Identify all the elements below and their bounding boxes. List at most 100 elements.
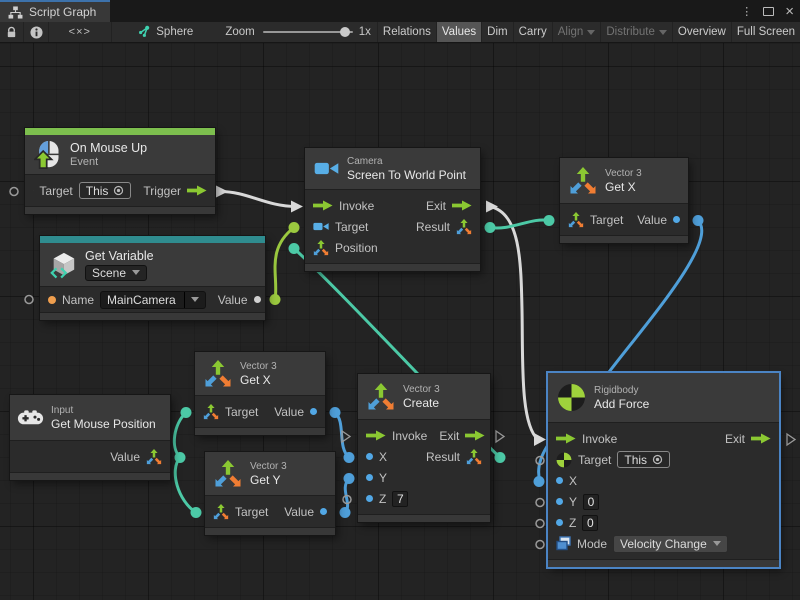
- node-get-mouse-position[interactable]: Input Get Mouse Position Value: [10, 395, 170, 480]
- vector3-port-icon: [313, 240, 329, 256]
- port-gety-value-out[interactable]: [339, 507, 351, 518]
- port-label-z: Z: [379, 491, 387, 506]
- port-name-dot[interactable]: [48, 295, 56, 304]
- node-rigidbody-add-force[interactable]: Rigidbody Add Force Invoke Exit Target T…: [548, 373, 779, 567]
- port-addforce-exit-out[interactable]: [786, 432, 797, 447]
- wire-getvariable-value-to-camera-target[interactable]: [273, 226, 295, 300]
- node-vector3-get-x[interactable]: Vector 3 Get X Target Value: [195, 352, 325, 435]
- port-value-dot[interactable]: [310, 408, 317, 415]
- window-menu-button[interactable]: ⋮: [741, 5, 753, 18]
- window-close-button[interactable]: ×: [785, 2, 794, 20]
- wire-camera-exit-to-addforce-invoke[interactable]: [489, 205, 540, 441]
- port-value-dot[interactable]: [253, 296, 261, 303]
- port-addforce-invoke-in[interactable]: [534, 433, 546, 446]
- port-label-trigger: Trigger: [143, 183, 181, 198]
- info-button[interactable]: [24, 22, 49, 42]
- port-addforce-mode-in[interactable]: [535, 539, 545, 550]
- exit-arrow-icon[interactable]: [465, 430, 485, 441]
- port-camera-invoke-in[interactable]: [291, 200, 303, 213]
- node-vector3-get-y[interactable]: Vector 3 Get Y Target Value: [205, 452, 335, 535]
- wire-onmouseup-trigger-to-camera-invoke[interactable]: [219, 190, 297, 208]
- port-label-x: X: [379, 449, 388, 464]
- port-z-dot[interactable]: [556, 519, 563, 526]
- window-maximize-button[interactable]: [763, 6, 775, 16]
- graph-canvas[interactable]: On Mouse Up Event Target This Trigger Ge…: [0, 43, 800, 600]
- z-value-input[interactable]: 7: [392, 490, 409, 507]
- wire-camera-result-to-getxtop-target[interactable]: [489, 218, 550, 230]
- node-screen-to-world-point[interactable]: Camera Screen To World Point Invoke Exit…: [305, 148, 480, 271]
- port-getxmid-target-in[interactable]: [180, 407, 192, 418]
- port-getxtop-value-out[interactable]: [692, 215, 704, 226]
- z-value-input[interactable]: 0: [582, 514, 599, 531]
- port-create-exit-out[interactable]: [495, 429, 506, 444]
- force-mode-dropdown[interactable]: Velocity Change: [613, 534, 728, 553]
- gamepad-icon: [17, 409, 44, 427]
- port-addforce-x-in[interactable]: [533, 476, 545, 487]
- invoke-arrow-icon[interactable]: [556, 433, 576, 444]
- port-onmouseup-target-in[interactable]: [9, 186, 19, 197]
- port-create-z-in[interactable]: [342, 494, 352, 505]
- port-y-dot[interactable]: [366, 474, 373, 481]
- this-pill[interactable]: This: [78, 182, 132, 199]
- code-preview-button[interactable]: <×>: [49, 22, 112, 42]
- zoom-slider[interactable]: [262, 22, 353, 42]
- node-title: On Mouse Up: [70, 141, 148, 155]
- toggle-relations[interactable]: Relations: [378, 22, 437, 42]
- node-vector3-create[interactable]: Vector 3 Create Invoke Exit X Result Y Z…: [358, 374, 490, 522]
- port-onmouseup-trigger-out[interactable]: [216, 185, 228, 198]
- distribute-dropdown[interactable]: Distribute: [601, 22, 673, 42]
- tab-script-graph[interactable]: Script Graph: [0, 0, 111, 22]
- port-create-y-in[interactable]: [343, 473, 355, 484]
- lock-button[interactable]: [0, 22, 25, 42]
- align-dropdown[interactable]: Align: [553, 22, 602, 42]
- port-z-dot[interactable]: [366, 495, 373, 502]
- port-value-dot[interactable]: [320, 508, 327, 515]
- zoom-slider-handle[interactable]: [339, 27, 350, 37]
- toggle-values[interactable]: Values: [436, 22, 483, 42]
- node-on-mouse-up[interactable]: On Mouse Up Event Target This Trigger: [25, 128, 215, 214]
- port-create-result-out[interactable]: [494, 452, 506, 463]
- port-camera-exit-out[interactable]: [486, 200, 498, 213]
- wire-mousepos-value-to-getx-target[interactable]: [172, 411, 188, 459]
- vector3-port-icon: [146, 449, 162, 465]
- port-camera-result-out[interactable]: [484, 222, 496, 233]
- get-variable-icon: [49, 251, 77, 279]
- port-gety-target-in[interactable]: [190, 507, 202, 518]
- node-get-variable[interactable]: Get Variable Scene Name MainCamera Value: [40, 236, 265, 320]
- port-addforce-z-in[interactable]: [535, 518, 545, 529]
- port-label-exit: Exit: [425, 198, 446, 213]
- port-camera-position-in[interactable]: [288, 243, 300, 254]
- port-create-x-in[interactable]: [343, 452, 355, 463]
- toggle-dim[interactable]: Dim: [482, 22, 514, 42]
- port-addforce-target-in[interactable]: [535, 455, 545, 466]
- toggle-carry[interactable]: Carry: [514, 22, 553, 42]
- exit-arrow-icon[interactable]: [452, 200, 472, 211]
- port-getxmid-value-out[interactable]: [329, 407, 341, 418]
- invoke-arrow-icon[interactable]: [366, 430, 386, 441]
- y-value-input[interactable]: 0: [583, 493, 600, 510]
- toggle-overview[interactable]: Overview: [673, 22, 732, 42]
- exit-arrow-icon[interactable]: [751, 433, 771, 444]
- invoke-arrow-icon[interactable]: [313, 200, 333, 211]
- port-getvariable-name-in[interactable]: [24, 294, 34, 305]
- zoom-slider-track[interactable]: [262, 31, 353, 33]
- port-camera-target-in[interactable]: [288, 222, 300, 233]
- this-pill[interactable]: This: [617, 451, 671, 468]
- port-create-invoke-in[interactable]: [341, 429, 352, 444]
- toggle-fullscreen[interactable]: Full Screen: [736, 26, 796, 38]
- port-y-dot[interactable]: [556, 498, 563, 505]
- wire-mousepos-value-to-gety-target[interactable]: [173, 456, 197, 514]
- node-vector3-get-x-top[interactable]: Vector 3 Get X Target Value: [560, 158, 688, 243]
- port-getvariable-value-out[interactable]: [269, 294, 281, 305]
- port-x-dot[interactable]: [366, 453, 373, 460]
- variable-name-dropdown[interactable]: MainCamera: [100, 290, 206, 309]
- port-label-x: X: [569, 473, 578, 488]
- port-getxtop-target-in[interactable]: [543, 215, 555, 226]
- variable-scope-dropdown[interactable]: Scene: [85, 264, 148, 281]
- trigger-arrow-icon: [187, 185, 207, 196]
- port-value-dot[interactable]: [673, 216, 680, 223]
- port-x-dot[interactable]: [556, 477, 563, 484]
- graph-breadcrumb[interactable]: Sphere: [127, 22, 201, 42]
- port-addforce-y-in[interactable]: [535, 497, 545, 508]
- port-label-result: Result: [425, 449, 460, 464]
